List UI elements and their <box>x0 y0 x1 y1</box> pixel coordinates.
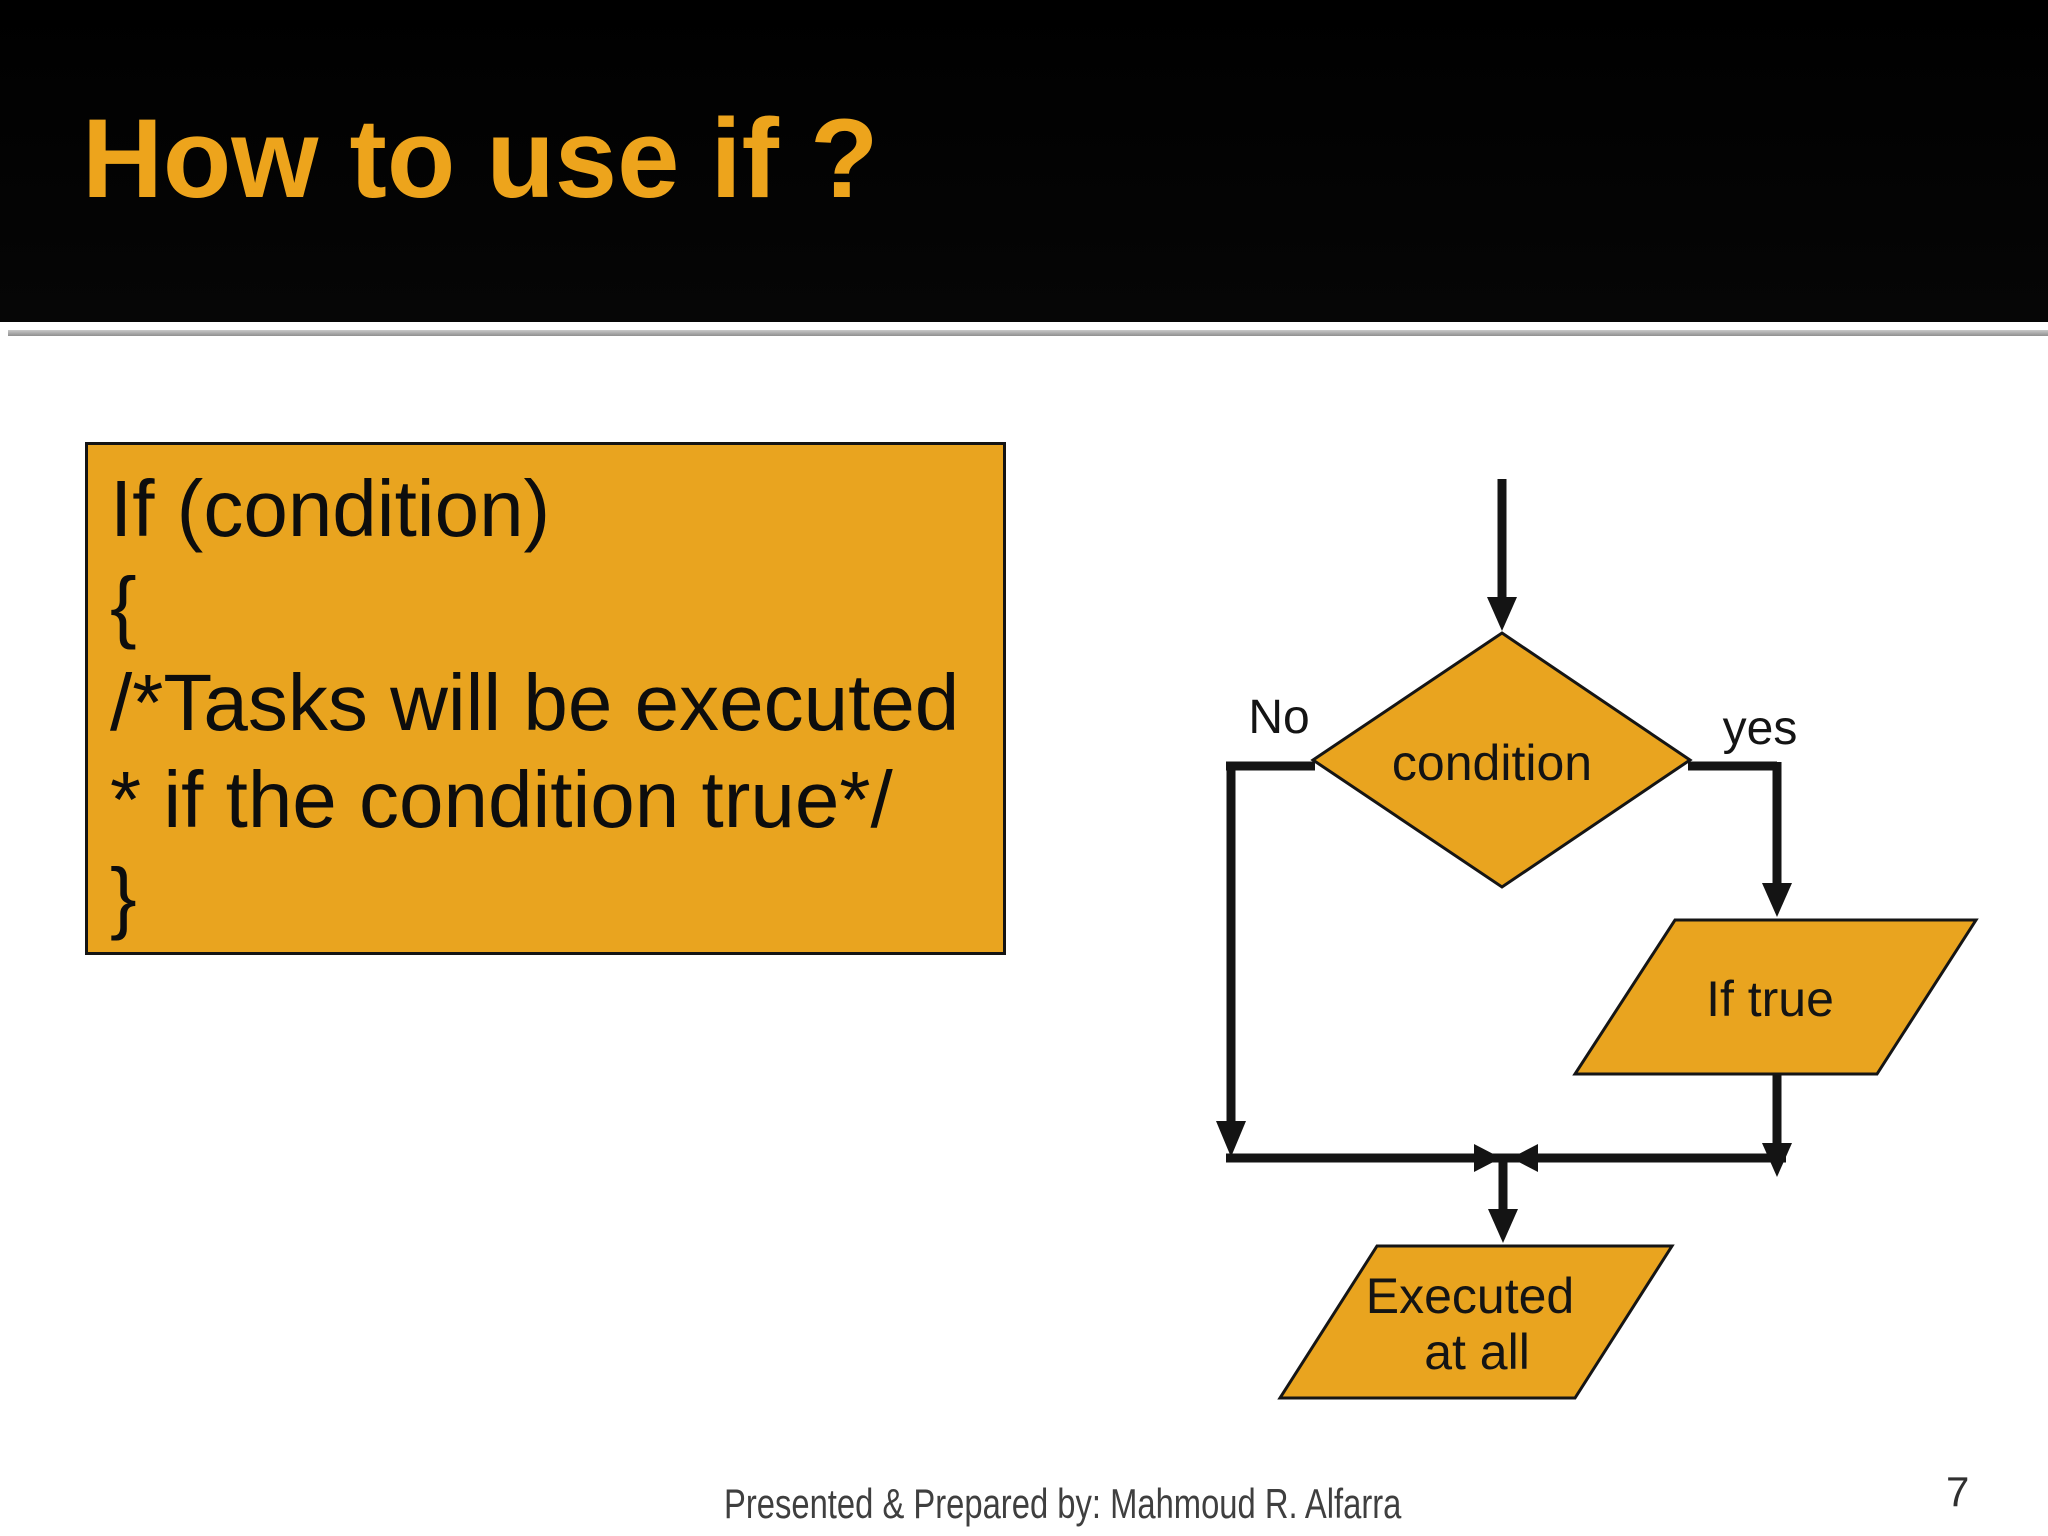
code-line: If (condition) <box>110 464 551 553</box>
merge-block-label-line2: at all <box>1424 1324 1530 1380</box>
arrowhead-down-icon <box>1487 597 1517 631</box>
code-box: If (condition) { /*Tasks will be execute… <box>85 442 1006 955</box>
yes-branch-label: yes <box>1723 702 1798 755</box>
decision-label: condition <box>1392 735 1592 791</box>
arrowhead-down-icon <box>1216 1121 1246 1157</box>
footer-credit: Presented & Prepared by: Mahmoud R. Alfa… <box>724 1480 1402 1527</box>
code-line: { <box>110 561 137 650</box>
code-line: * if the condition true*/ <box>110 755 893 844</box>
header-divider-rule <box>8 330 2048 336</box>
code-line: /*Tasks will be executed <box>110 658 960 747</box>
arrowhead-left-icon <box>1511 1144 1538 1172</box>
page-number: 7 <box>1946 1468 1970 1515</box>
true-branch-label: If true <box>1706 971 1834 1027</box>
merge-block-parallelogram <box>1277 1244 1675 1400</box>
decision-diamond <box>1310 631 1693 889</box>
merge-block-label-line1: Executed <box>1366 1268 1574 1324</box>
arrowhead-down-icon <box>1488 1209 1518 1243</box>
page-title: How to use if ? <box>82 96 879 221</box>
arrowhead-right-icon <box>1474 1144 1501 1172</box>
true-branch-parallelogram <box>1572 918 1979 1076</box>
arrowhead-down-icon <box>1762 883 1792 917</box>
code-line: } <box>110 852 137 941</box>
no-branch-label: No <box>1248 691 1309 744</box>
title-band: How to use if ? <box>0 0 2048 322</box>
